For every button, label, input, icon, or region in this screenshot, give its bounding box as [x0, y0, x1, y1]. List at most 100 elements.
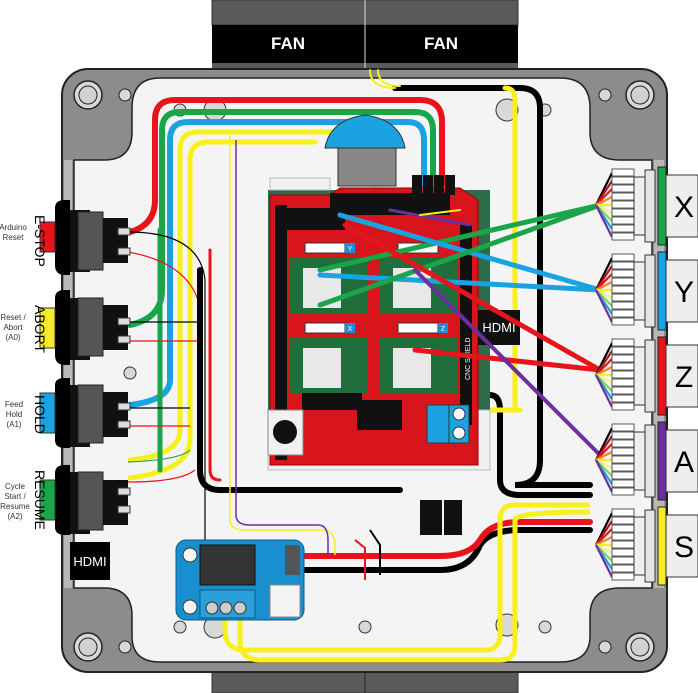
connector-pin [611, 293, 635, 302]
relay-yellow-wires [222, 502, 591, 663]
connector-pin [611, 479, 635, 488]
ribbon-wires [229, 135, 381, 580]
fan-bottom [211, 671, 519, 693]
connector-y[interactable]: Y [595, 251, 698, 331]
button-desc: Reset [3, 233, 25, 242]
connector-a[interactable]: A [595, 421, 698, 501]
connector-pin [611, 224, 635, 233]
button-desc: (A0) [5, 333, 20, 342]
connector-wire [595, 459, 613, 493]
connector-pin [611, 362, 635, 371]
connector-pin [611, 261, 635, 270]
button-name-e-stop: E-STOP [32, 215, 48, 267]
connector-label: S [674, 531, 694, 564]
button-desc: (A1) [6, 420, 21, 429]
connector-pin [611, 176, 635, 185]
button-hold[interactable] [39, 378, 131, 448]
button-desc: Start / [4, 492, 26, 501]
button-signal-wires [127, 231, 206, 550]
connector-pin [611, 338, 635, 347]
connector-wire [595, 273, 613, 291]
connector-wire [595, 536, 613, 546]
connector-pin [611, 487, 635, 496]
connector-color-band [657, 251, 667, 331]
connector-wire [595, 528, 613, 546]
connector-wire [595, 544, 613, 578]
power-wires [197, 69, 593, 573]
connector-pin [611, 309, 635, 318]
button-abort[interactable] [39, 290, 131, 365]
connector-pin [611, 200, 635, 209]
connector-pin [611, 431, 635, 440]
connector-s[interactable]: S [595, 506, 698, 586]
connector-wire [595, 374, 613, 408]
connector-wire [595, 451, 613, 461]
button-e-stop[interactable] [39, 200, 131, 275]
connector-pin [611, 471, 635, 480]
relay-module [175, 539, 305, 621]
connector-pin [611, 285, 635, 294]
button-desc: Feed [5, 400, 23, 409]
stepper-wires [317, 202, 603, 457]
connector-pin [611, 455, 635, 464]
connector-wire [595, 196, 613, 206]
connector-wire [595, 188, 613, 206]
cnc-shield: Y X Z CNC SHIELD [267, 187, 479, 466]
fan-top-right: FAN [364, 0, 519, 69]
button-resume[interactable] [39, 465, 131, 535]
connector-pin [611, 354, 635, 363]
connector-pin [611, 572, 635, 581]
motor-connectors: X Y ZAS [595, 166, 698, 586]
connector-pin [611, 540, 635, 549]
connector-wire [595, 443, 613, 461]
connector-pin [611, 208, 635, 217]
button-name-abort: ABORT [32, 305, 48, 353]
connector-pin [611, 508, 635, 517]
connector-label: X [674, 191, 694, 224]
connector-pin [611, 192, 635, 201]
fan-label: FAN [424, 34, 458, 53]
button-desc: Abort [3, 323, 23, 332]
connector-wire [595, 358, 613, 376]
connector-label: Z [675, 361, 693, 394]
connector-color-band [657, 166, 667, 246]
svg-text:HDMI: HDMI [482, 320, 515, 335]
shield-label: CNC SHIELD [465, 338, 472, 380]
connector-color-band [657, 421, 667, 501]
button-desc: Cycle [5, 482, 26, 491]
connector-pin [611, 370, 635, 379]
connector-wire [595, 366, 613, 376]
reset-button-icon [273, 420, 297, 444]
connector-pin [611, 253, 635, 262]
connector-pin [611, 439, 635, 448]
connector-pin [611, 556, 635, 565]
connector-label: Y [674, 276, 694, 309]
connector-pin [611, 548, 635, 557]
driver-label-z: Z [441, 326, 446, 333]
connector-pin [611, 423, 635, 432]
driver-label-y: Y [348, 246, 353, 253]
connector-wire [595, 281, 613, 291]
connector-x[interactable]: X [595, 166, 698, 246]
connector-pin [611, 564, 635, 573]
connector-z[interactable]: Z [595, 336, 698, 416]
connector-pin [611, 516, 635, 525]
connector-pin [611, 378, 635, 387]
connector-pin [611, 168, 635, 177]
fan-header-plugs [412, 175, 462, 535]
connector-wire [595, 204, 613, 238]
hdmi-port-left: HDMI [70, 542, 110, 580]
connector-pin [611, 532, 635, 541]
button-name-hold: HOLD [32, 395, 48, 434]
connector-pin [611, 317, 635, 326]
connector-color-band [657, 336, 667, 416]
fan-top-left: FAN [211, 0, 366, 69]
connector-pin [611, 184, 635, 193]
connector-pin [611, 463, 635, 472]
button-desc: Resume [0, 502, 30, 511]
button-desc: Reset / [0, 313, 26, 322]
connector-pin [611, 301, 635, 310]
connector-pin [611, 394, 635, 403]
connector-pin [611, 269, 635, 278]
